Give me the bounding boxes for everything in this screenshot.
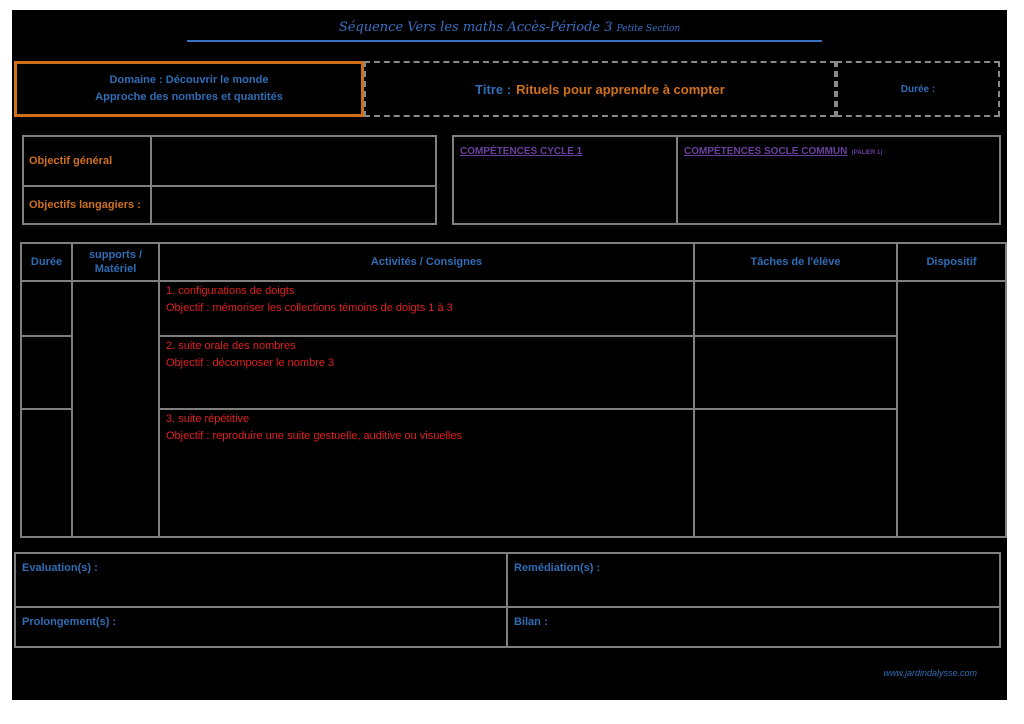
title-subtitle: Petite Section — [616, 24, 681, 34]
table-header-supports: supports / Matériel — [88, 249, 143, 275]
document-sheet: Séquence Vers les maths Accès-Période 3 … — [12, 10, 1007, 700]
prolongement-label: Prolongement(s) : — [22, 616, 117, 628]
objectif-general: Objectif général — [29, 155, 113, 167]
competences-socle-small: (PALIER 1) — [851, 150, 883, 156]
title-underline — [187, 40, 822, 42]
competences-cycle: COMPÉTENCES CYCLE 1 — [460, 146, 583, 157]
objectifs-langagiers: Objectifs langagiers : — [29, 199, 141, 211]
competences-cycle-cell: COMPÉTENCES CYCLE 1 — [452, 135, 678, 225]
activity-row-1: 1. configurations de doigts Objectif : m… — [166, 285, 453, 314]
competences-socle-cell: COMPÉTENCES SOCLE COMMUN (PALIER 1) — [676, 135, 1001, 225]
duree-box: Durée : — [836, 61, 1000, 117]
activity-row-2: 2. suite orale des nombres Objectif : dé… — [166, 340, 335, 369]
titre-box: Titre : Rituels pour apprendre à compter — [364, 61, 836, 117]
bilan-label: Bilan : — [514, 616, 548, 628]
objectifs-langagiers-label-cell: Objectifs langagiers : — [22, 185, 152, 225]
duree-label: Durée : — [900, 83, 936, 95]
footer-url: www.jardindalysse.com — [883, 668, 977, 678]
domaine-box: Domaine : Découvrir le monde Approche de… — [14, 61, 364, 117]
titre-value: Rituels pour apprendre à compter — [516, 81, 725, 97]
main-table — [20, 242, 1007, 538]
page-title: Séquence Vers les maths Accès-Période 3 … — [12, 20, 1007, 35]
competences-socle: COMPÉTENCES SOCLE COMMUN — [684, 146, 848, 157]
objectif-general-label-cell: Objectif général — [22, 135, 152, 187]
objectif-general-value-cell — [150, 135, 437, 187]
objectifs-langagiers-value-cell — [150, 185, 437, 225]
table-header-duree: Durée — [30, 256, 63, 268]
evaluation-cell: Evaluation(s) : — [14, 552, 508, 608]
remediation-label: Remédiation(s) : — [514, 562, 601, 574]
title-main: Séquence Vers les maths Accès-Période 3 — [338, 20, 613, 35]
table-header-taches: Tâches de l'élève — [750, 256, 841, 268]
table-header-activites: Activités / Consignes — [370, 256, 483, 268]
activity-row-3: 3. suite répétitive Objectif : reproduir… — [166, 413, 462, 442]
titre-label: Titre : — [475, 81, 512, 97]
evaluation-label: Evaluation(s) : — [22, 562, 98, 574]
table-header-line — [20, 280, 1007, 282]
remediation-cell: Remédiation(s) : — [506, 552, 1001, 608]
table-header-dispositif: Dispositif — [926, 256, 977, 268]
bilan-cell: Bilan : — [506, 606, 1001, 648]
domaine-line2: Approche des nombres et quantités — [95, 91, 283, 103]
prolongement-cell: Prolongement(s) : — [14, 606, 508, 648]
domaine-line1: Domaine : Découvrir le monde — [109, 74, 269, 86]
